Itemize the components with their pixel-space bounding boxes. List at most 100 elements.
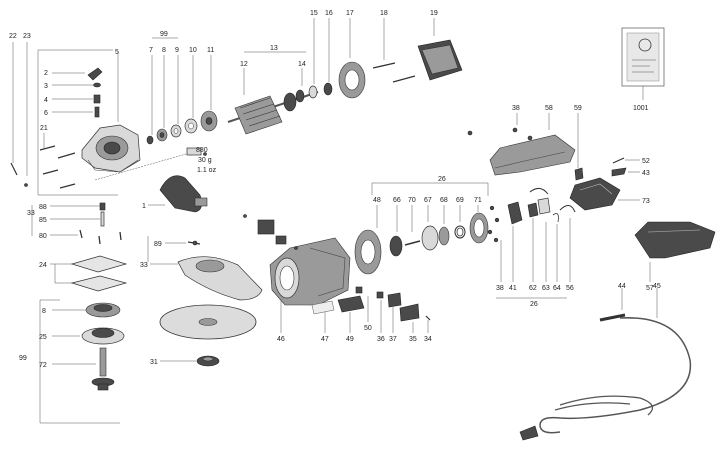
callout-label: 56: [566, 285, 574, 292]
motor-housing-46: [269, 237, 351, 333]
bracket-99-bottom: [39, 300, 120, 424]
brush-holder-parts: [243, 214, 298, 250]
shaft-70: [404, 205, 421, 246]
spring-64: [552, 213, 559, 282]
disc-67: [421, 205, 439, 251]
ring-16: [323, 18, 333, 96]
callout-label: 62: [529, 285, 537, 292]
callout-label: 18: [380, 10, 388, 17]
screw-34: [425, 315, 431, 333]
callout-label: 1001: [633, 105, 649, 112]
bearing-14: [295, 68, 305, 103]
flange-nut-31: [160, 355, 220, 367]
part-62: [527, 202, 539, 282]
callout-label: 66: [393, 197, 401, 204]
callout-label: 72: [39, 362, 47, 369]
housing-half-73: [569, 177, 640, 211]
bearing-8-lower: [52, 302, 121, 318]
callout-label: 17: [346, 10, 354, 17]
callout-label: 68: [440, 197, 448, 204]
screw-23: [24, 42, 28, 187]
callout-label: 49: [346, 336, 354, 343]
callout-label: 880: [196, 147, 208, 154]
flange-11: [200, 55, 218, 132]
callout-label: 58: [545, 105, 553, 112]
callout-label: 6: [44, 110, 48, 117]
callout-label: 25: [39, 334, 47, 341]
screws-21: [39, 133, 76, 189]
callout-label: 4: [44, 97, 48, 104]
switch-49: [337, 295, 365, 333]
callout-label: 19: [430, 10, 438, 17]
callout-label: 33: [27, 210, 35, 217]
ring-15: [308, 18, 318, 99]
callout-label: 24: [39, 262, 47, 269]
callout-label: 15: [310, 10, 318, 17]
grinding-disc: [159, 304, 257, 340]
stator-19: [417, 18, 463, 81]
screw-22: [10, 42, 18, 176]
callout-label: 8: [162, 47, 166, 54]
callout-label: 35: [409, 336, 417, 343]
guard-33: [150, 256, 263, 301]
gaskets-24: [50, 255, 128, 292]
callout-label: 2: [44, 70, 48, 77]
callout-label: 1.1 oz: [197, 167, 217, 174]
spring-69: [454, 205, 466, 239]
part-36: [376, 291, 384, 333]
switch-41: [507, 201, 523, 282]
callout-label: 44: [618, 283, 626, 290]
housing-half-58: [489, 113, 576, 176]
callout-label: 7: [149, 47, 153, 54]
callout-label: 88: [39, 204, 47, 211]
callout-label: 47: [321, 336, 329, 343]
callout-label: 34: [424, 336, 432, 343]
pin-6: [52, 106, 100, 118]
ring-9: [170, 55, 182, 138]
pin-85: [50, 211, 105, 227]
callout-label: 31: [150, 359, 158, 366]
back-handle-57: [634, 221, 716, 282]
callout-label: 43: [642, 170, 650, 177]
callout-label: 16: [325, 10, 333, 17]
lever-2: [52, 67, 103, 81]
bearing-flange-25: [52, 327, 125, 345]
callout-label: 69: [456, 197, 464, 204]
callout-label: 99: [160, 31, 168, 38]
callout-label: 99: [19, 355, 27, 362]
callout-label: 46: [277, 336, 285, 343]
callout-label: 33: [140, 262, 148, 269]
bearing-cap-17: [338, 18, 366, 99]
callout-label: 63: [542, 285, 550, 292]
bracket-26-top: [372, 182, 489, 196]
group-bracket-5: [37, 50, 118, 196]
callout-label: 50: [364, 325, 372, 332]
callout-label: 45: [653, 283, 661, 290]
callout-label: 11: [207, 47, 214, 54]
screws-18: [372, 18, 416, 83]
fan-48: [354, 205, 382, 275]
callout-label: 41: [509, 285, 517, 292]
plate-35: [399, 303, 420, 333]
armature-12: [227, 68, 319, 135]
gear-68: [438, 205, 450, 246]
screws-38-top: [467, 113, 533, 141]
callout-label: 48: [373, 197, 381, 204]
ring-71: [469, 205, 489, 244]
sleeve-4: [52, 94, 101, 104]
gear-housing-5: [81, 52, 141, 173]
callout-label: 73: [642, 198, 650, 205]
bearing-7: [146, 55, 154, 145]
callout-label: 36: [377, 336, 385, 343]
callout-label: 64: [553, 285, 561, 292]
part-50: [355, 286, 369, 322]
nut-66: [389, 205, 403, 257]
callout-label: 12: [240, 61, 248, 68]
ring-3: [52, 82, 101, 88]
callout-label: 85: [39, 217, 47, 224]
callout-label: 13: [270, 45, 278, 52]
callout-label: 70: [408, 197, 416, 204]
callout-label: 38: [512, 105, 520, 112]
clip-56: [529, 188, 576, 282]
